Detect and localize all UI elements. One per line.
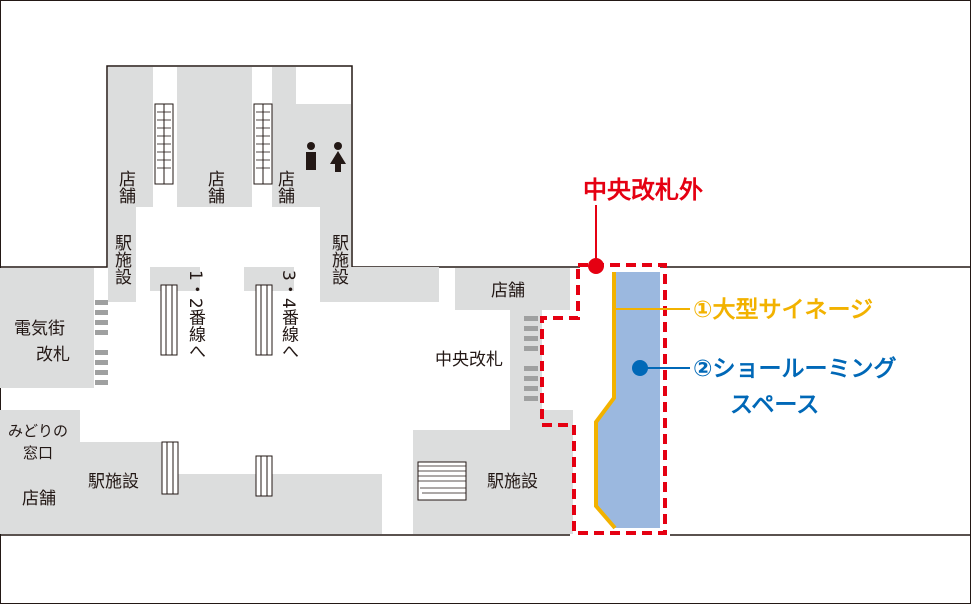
shop-area-top-mid (177, 67, 252, 207)
label-midori-line2: 窓口 (23, 444, 53, 462)
concourse-areas (0, 67, 573, 534)
label-central-gate: 中央改札 (435, 350, 503, 370)
label-track-34: 3・4番線へ (278, 270, 299, 360)
restroom-area (296, 104, 351, 207)
label-facility-bottom-left: 駅施設 (88, 472, 139, 492)
denkigai-area (0, 268, 94, 388)
legend-outside-central-gate: 中央改札外 (583, 176, 703, 204)
legend-showroom-line1: ②ショールーミング (693, 355, 896, 382)
label-facility-mid-upper: 駅施設 (328, 234, 349, 285)
shop-area-top-left (108, 67, 153, 207)
outside-central-gate-zone (540, 263, 667, 535)
label-shop-right: 店舗 (491, 281, 525, 301)
label-denkigai-line2: 改札 (36, 345, 70, 365)
label-shop-top-left: 店舗 (115, 170, 136, 204)
facility-area-bottom-right-top (510, 410, 573, 430)
shop-area-bottom-left (0, 466, 80, 534)
label-midori-line1: みどりの (8, 422, 68, 440)
showroom-pointer-dot (632, 360, 648, 376)
ticket-gate-icon (95, 300, 538, 401)
outside-gate-pointer-dot (588, 258, 604, 274)
label-facility-bottom-right: 駅施設 (487, 472, 538, 492)
showroom-space (596, 272, 660, 528)
label-track-12: 1・2番線へ (185, 270, 206, 360)
midori-window-area (0, 410, 80, 466)
label-denkigai-line1: 電気街 (14, 319, 65, 339)
facility-area-mid (320, 207, 351, 302)
label-shop-bottom-left: 店舗 (22, 489, 56, 509)
label-shop-top-mid: 店舗 (204, 170, 225, 204)
restroom-male-icon (306, 142, 316, 170)
legend-large-signage: ①大型サイネージ (693, 297, 873, 323)
shop-area-top-right (272, 67, 296, 207)
label-facility-left-upper: 駅施設 (111, 234, 132, 285)
shop-area-right (455, 268, 570, 310)
label-shop-top-right: 店舗 (274, 170, 295, 204)
facility-area-left (108, 207, 136, 302)
large-signage (594, 272, 617, 530)
facility-area-bottom-left (80, 442, 162, 534)
legend-showroom-line2: スペース (730, 392, 819, 418)
central-gate-area (510, 310, 542, 410)
stairs-icon (157, 111, 467, 501)
restroom-female-icon (330, 142, 346, 172)
facility-area-mid-ext (351, 267, 439, 302)
